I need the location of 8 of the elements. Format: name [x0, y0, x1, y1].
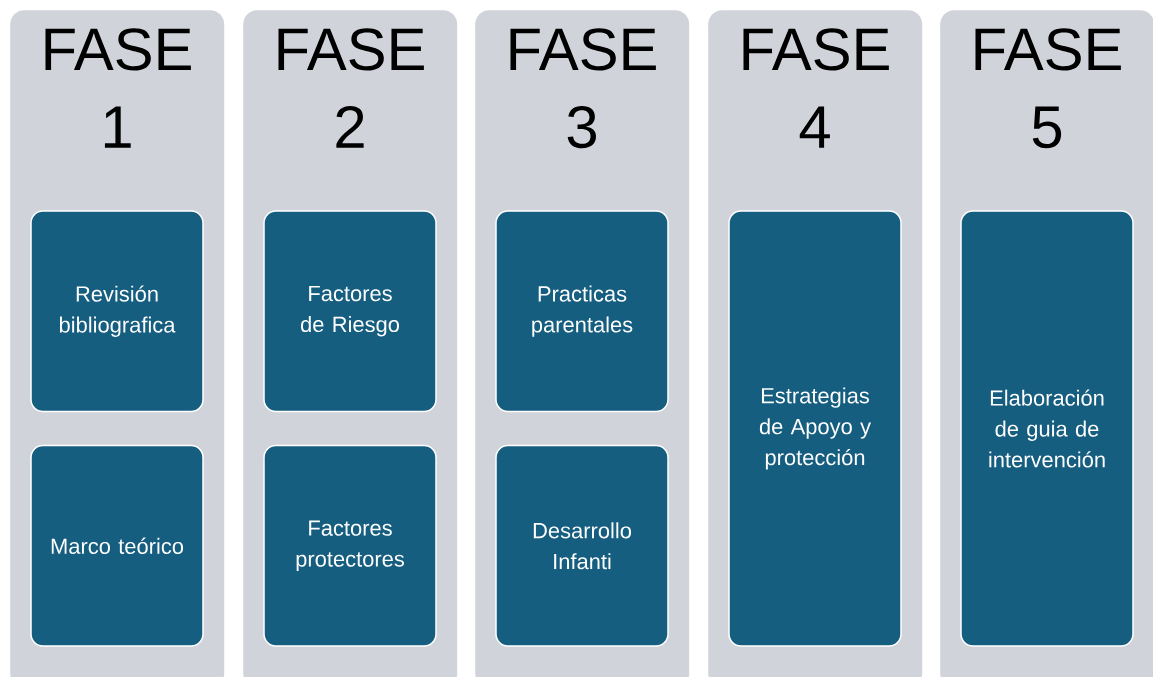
phase-box: Factores protectores: [263, 444, 437, 647]
phase-box: Desarrollo Infanti: [495, 444, 669, 647]
phase-box: Estrategias de Apoyo y protección: [728, 210, 902, 647]
phase-box: Factores de Riesgo: [263, 210, 437, 413]
phase-box: Revisión bibliografica: [30, 210, 204, 413]
phase-box: Marco teórico: [30, 444, 204, 647]
phase-box: Elaboración de guia de intervención: [960, 210, 1134, 647]
phase-box: Practicas parentales: [495, 210, 669, 413]
